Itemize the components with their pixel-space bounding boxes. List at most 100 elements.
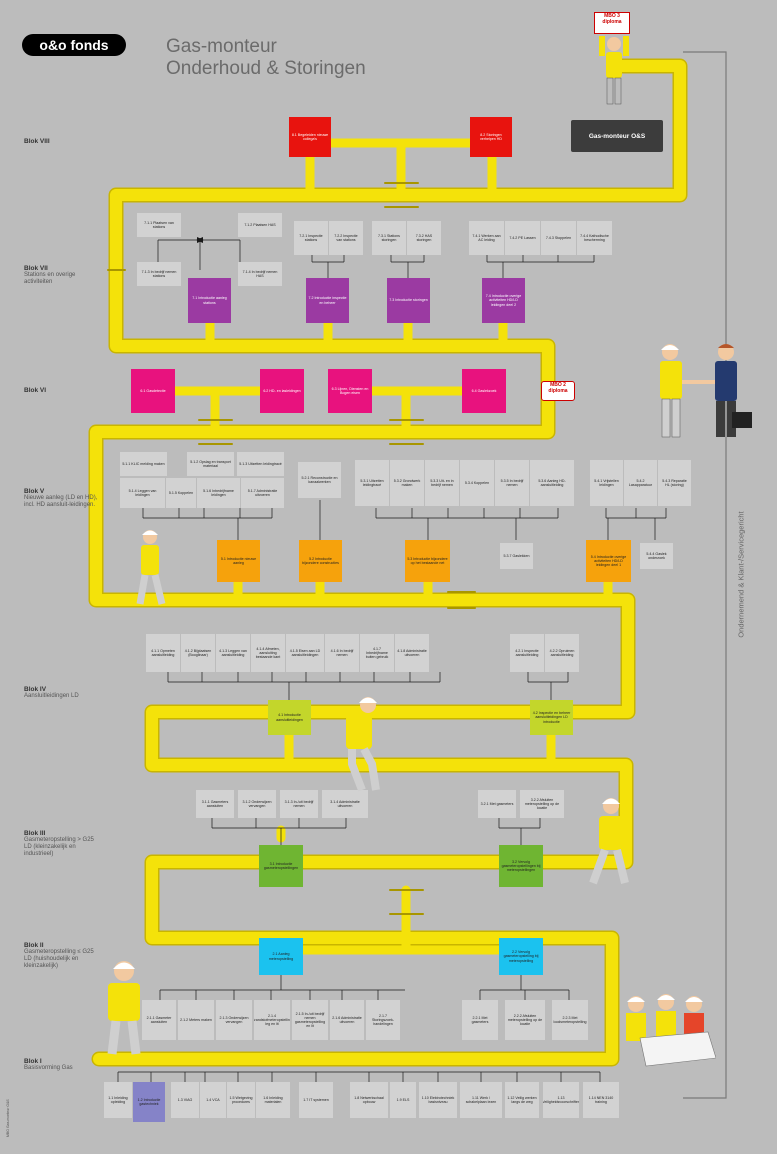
module-7-2: 7.2 Introductie inspectie en beheer (306, 278, 349, 323)
module-2-2-2: 2.2.2 Afsluiten meteropstelling op de lo… (505, 1000, 545, 1040)
module-4-1-1: 4.1.1 Opmeten aansluitleiding (146, 634, 180, 672)
module-7-1-3: 7.1.3 In bedrijf nemen stations (137, 262, 181, 286)
module-6-4: 6.4 Gaslekzoek (462, 369, 506, 413)
module-3-2-2: 3.2.2 Afsluiten meteropstelling op de lo… (520, 790, 564, 818)
module-4-1-7: 4.1.7 Inbedrijfname buiten gebruik (360, 634, 394, 672)
module-4-1-2: 4.1.2 Bijplaatsen (Booglinaar) (181, 634, 215, 672)
module-1-4: 1.4 VCA (200, 1082, 226, 1118)
module-5-4-1: 5.4.1 Vrijstellen leidingen (590, 460, 623, 506)
module-7-1-4: 7.1.4 In bedrijf nemen HAS (238, 262, 282, 286)
module-2-1-4: 2.1.4 Brandstofmeteropstelling leg en li… (254, 1000, 290, 1040)
module-7-4-2: 7.4.2 PE Lassen (505, 221, 540, 255)
module-1-3: 1.3 VIAG (171, 1082, 199, 1118)
module-5-3-7: 5.3.7 Gaslekken (500, 543, 533, 569)
module-1-9: 1.9 ELS (390, 1082, 416, 1118)
module-4-1-3: 4.1.3 Leggen van aansluitleiding (216, 634, 250, 672)
module-7-1: 7.1 Introductie aanleg stations (188, 278, 231, 323)
module-4-2-2: 4.2.2 Opruimen aansluitleiding (545, 634, 579, 672)
module-7-4: 7.4 Introductie overige activiteiten HD/… (482, 278, 525, 323)
module-5-4: 5.4 Introductie overige activiteiten HD/… (586, 540, 631, 582)
module-5-1-2: 5.1.2 Opslag en transport materiaal (187, 452, 234, 476)
logo: o&o fonds (22, 34, 126, 56)
module-5-4-4: 5.4.4 Gaslek onderzoek (640, 543, 673, 569)
mbo2-diploma-sign: MBO 2 diploma (541, 381, 575, 401)
module-2-1-2: 2.1.2 Meters maken (178, 1000, 214, 1040)
module-4-1-4: 4.1.4 Afmeten, aansluiting bestaande kan… (251, 634, 285, 672)
module-3-1: 3.1 Introductie gasmeteropstellingen (259, 845, 303, 887)
module-1-13: 1.13 Veiligheidsvoorschriften (543, 1082, 579, 1118)
module-2-1-7: 2.1.7 Storingszoek-handelingen (366, 1000, 400, 1040)
module-5-2-1: 5.2.1 Reconstructie en kanaalwerken (298, 462, 341, 498)
module-1-5: 1.5 Wetgeving procedures (227, 1082, 255, 1118)
module-5-1-5: 5.1.5 Koppelen (166, 478, 196, 508)
module-1-10: 1.10 Elektrotechniek basisniveau (419, 1082, 457, 1118)
module-5-1-3: 5.1.3 Uitzetten leidingtracé (237, 452, 284, 476)
walking-worker-2-icon (107, 961, 141, 1055)
footnote: MBO Gas-monteur O&S (6, 1099, 10, 1137)
module-3-1-4: 3.1.4 Administratie uitvoeren (322, 790, 368, 818)
handshake-figures-icon (660, 344, 752, 438)
module-2-1-5: 2.1.5 In-/uit bedrijf nemen gasmeteropst… (292, 1000, 328, 1040)
side-bracket (683, 51, 727, 1099)
module-2-1-3: 2.1.3 Onderwijzen vervangen (216, 1000, 252, 1040)
module-5-4-2: 5.4.2 Lasapparatuur (624, 460, 657, 506)
mbo3-diploma-sign: MBO 3 diploma (594, 12, 630, 34)
module-7-3-1: 7.3.1 Stations storingen (372, 221, 406, 255)
team-planning-icon (626, 994, 716, 1067)
module-5-3-3: 5.3.3 Uit- en in bedrijf nemen (425, 460, 459, 506)
module-7-1-1: 7.1.1 Plaatsen van stations (137, 213, 181, 237)
module-4-1-8: 4.1.8 Administratie uitvoeren (395, 634, 429, 672)
module-7-4-3: 7.4.3 Stoppelen (541, 221, 576, 255)
module-8-2: 8.2 Storingen verhelpen HD (470, 117, 512, 157)
module-3-1-1: 3.1.1 Gasmeters aansluiten (196, 790, 234, 818)
module-2-2: 2.2 Vervolg gasmeteropstelling bij meter… (499, 938, 543, 975)
module-5-3: 5.3 Introductie bijzondere op het bestaa… (405, 540, 450, 582)
module-5-1: 5.1 Introductie nieuwe aanleg (217, 540, 260, 582)
module-5-3-5: 5.3.5 In bedrijf nemen (495, 460, 529, 506)
module-1-1: 1.1 Inleiding opleiding (104, 1082, 132, 1118)
module-7-4-4: 7.4.4 Kathodische bescherming (577, 221, 612, 255)
module-5-2: 5.2 Introductie bijzondere constructies (299, 540, 342, 582)
module-5-1-7: 5.1.7 Administratie uitvoeren (241, 478, 284, 508)
module-1-12: 1.12 Veilig werken langs de weg (505, 1082, 539, 1118)
page-subtitle: Onderhoud & Storingen (166, 58, 366, 79)
module-8-1: 8.1 Begeleiden nieuwe collega's (289, 117, 331, 157)
module-5-3-6: 5.3.6 Aanleg HD-aansluitleiding (530, 460, 574, 506)
module-5-1-4: 5.1.4 Leggen van leidingen (120, 478, 165, 508)
module-4-1: 4.1 Introductie aansluitleidingen (268, 700, 311, 735)
module-4-2: 4.2 Inspectie en beheer aansluitleidinge… (530, 700, 573, 735)
side-text-wrapper: Ondernemend & Klant-/Servicegericht (734, 430, 748, 730)
module-6-1: 6.1 Gasdetectie (131, 369, 175, 413)
sitting-worker-icon (346, 697, 380, 792)
module-1-7: 1.7 IT systemen (299, 1082, 333, 1118)
module-7-2-2: 7.2.2 Inspectie van stations (329, 221, 363, 255)
module-7-4-1: 7.4.1 Werken aan AC leiding (469, 221, 504, 255)
pipe-joints (107, 182, 476, 915)
module-2-2-1: 2.2.1 Met gasmeters (462, 1000, 498, 1040)
connector-arrows (196, 237, 204, 243)
block-label-6: Blok VI (24, 387, 47, 394)
module-5-4-3: 5.4.3 Reparatie HL (storing) (658, 460, 691, 506)
module-2-1-6: 2.1.6 Administratie uitvoeren (330, 1000, 364, 1040)
module-1-6: 1.6 Inleiding materialen (256, 1082, 290, 1118)
module-5-1-6: 5.1.6 Inbedrijfname leidingen (197, 478, 240, 508)
module-1-11: 1.11 Werk / schakelplaan lezen (460, 1082, 502, 1118)
module-3-1-3: 3.1.3 In-/uit bedrijf nemen (280, 790, 318, 818)
side-text: Ondernemend & Klant-/Servicegericht (736, 511, 746, 638)
module-5-3-1: 5.3.1 Uitzetten leidingtracé (355, 460, 389, 506)
module-7-3-2: 7.3.2 HAS storingen (407, 221, 441, 255)
module-4-1-5: 4.1.5 Eisen aan LD aansluitleidingen (286, 634, 324, 672)
graduate-figure-icon (599, 36, 629, 105)
module-6-3: 6.3 Lijnen, Diensten en Bogen eisen (328, 369, 372, 413)
module-7-2-1: 7.2.1 Inspectie stations (294, 221, 328, 255)
module-2-1: 2.1 Aanleg meteropstelling (259, 938, 303, 975)
pipeline (90, 60, 686, 1065)
graduation-podium: Gas-monteur O&S (571, 120, 663, 152)
module-3-2: 3.2 Vervolg gasmeteropstellingen bij met… (499, 845, 543, 887)
module-4-1-6: 4.1.6 In bedrijf nemen (325, 634, 359, 672)
module-2-2-3: 2.2.3 Met loodsmeteropstelling (552, 1000, 588, 1040)
